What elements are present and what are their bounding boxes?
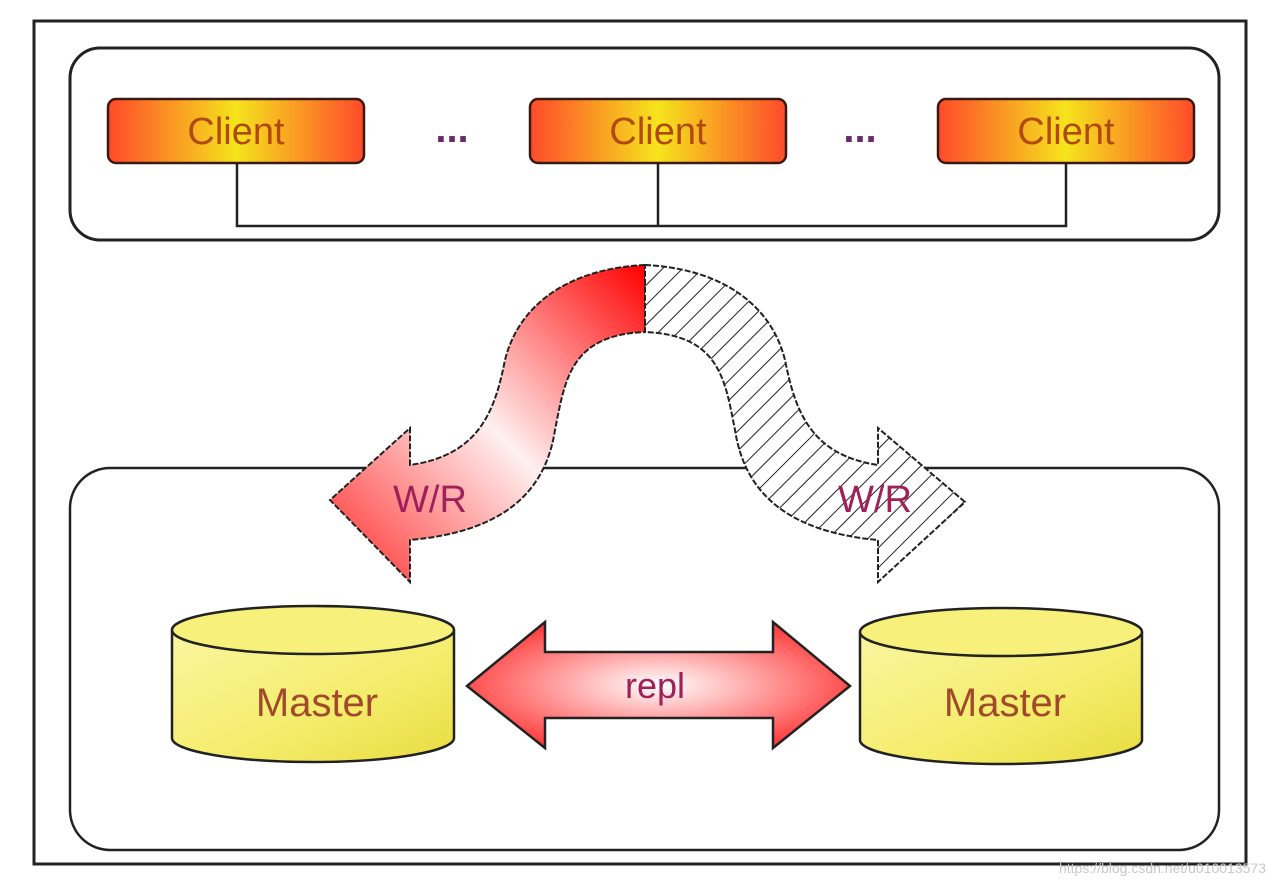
left-wr-label: W/R	[393, 479, 467, 521]
client-bus-line	[235, 163, 1068, 228]
master-label: Master	[944, 681, 1066, 725]
client-node: Client	[936, 97, 1196, 165]
master-label: Master	[256, 681, 378, 725]
client-label: Client	[1017, 111, 1115, 153]
ellipsis-1: ...	[435, 107, 468, 151]
left-wr-arrow	[328, 263, 646, 585]
ellipsis-2: ...	[843, 107, 876, 151]
watermark: https://blog.csdn.net/u010013573	[1058, 860, 1266, 876]
client-node: Client	[528, 97, 788, 165]
outer-frame	[32, 19, 1248, 866]
client-node: Client	[106, 97, 366, 165]
server-tier-container	[68, 466, 1221, 852]
client-tier-container	[68, 46, 1221, 242]
replication-label: repl	[625, 665, 685, 706]
client-label: Client	[609, 111, 707, 153]
master-database: Master	[858, 606, 1144, 766]
right-wr-label: W/R	[838, 479, 912, 521]
master-database: Master	[170, 604, 456, 764]
replication-arrow	[465, 619, 852, 751]
client-label: Client	[187, 111, 285, 153]
right-wr-arrow	[644, 263, 967, 585]
